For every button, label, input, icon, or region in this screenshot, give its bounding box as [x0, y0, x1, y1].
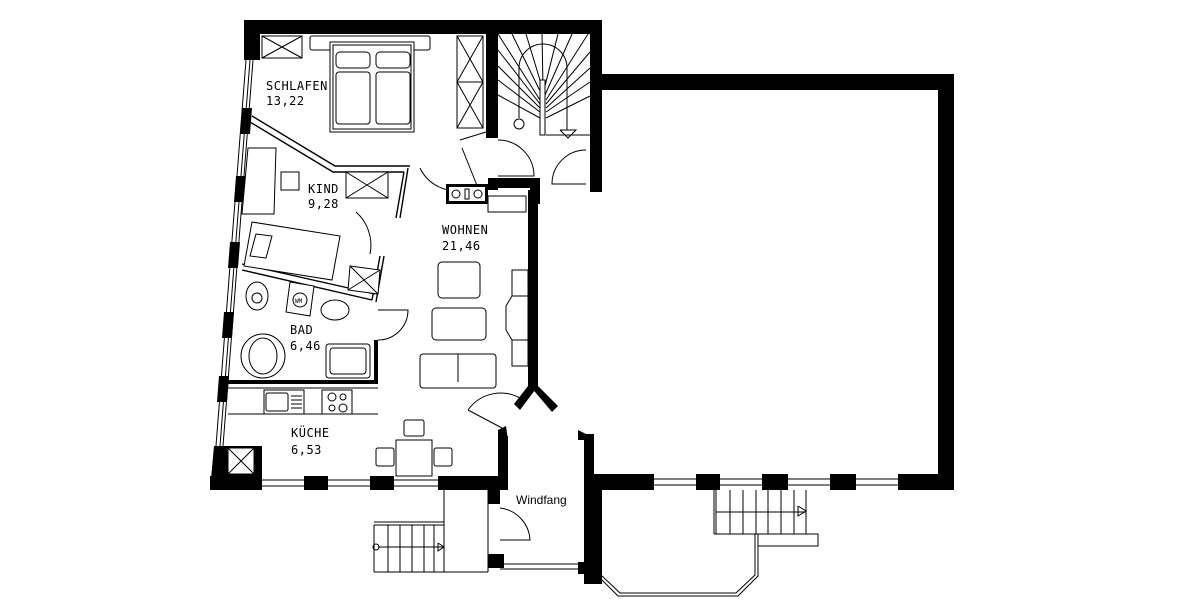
- room-name-windfang: Windfang: [516, 493, 567, 507]
- room-area-schlafen: 13,22: [266, 94, 305, 108]
- room-kind: KIND 9,28: [241, 147, 389, 295]
- washing-machine-label: WM: [295, 298, 303, 305]
- room-wohnen: WOHNEN 21,46: [419, 184, 529, 389]
- room-area-kind: 9,28: [308, 197, 339, 211]
- room-windfang: Windfang: [516, 493, 567, 507]
- room-name-kind: KIND: [308, 182, 339, 196]
- entrance-stairs-right: [713, 490, 819, 547]
- room-name-wohnen: WOHNEN: [442, 223, 488, 237]
- room-name-schlafen: SCHLAFEN: [266, 79, 328, 93]
- staircase-spiral: [486, 33, 591, 204]
- room-schlafen: SCHLAFEN 13,22: [261, 35, 484, 133]
- room-name-bad: BAD: [290, 323, 313, 337]
- room-bad: WM BAD 6,46: [240, 281, 371, 379]
- room-area-wohnen: 21,46: [442, 239, 481, 253]
- room-area-bad: 6,46: [290, 339, 321, 353]
- room-area-kueche: 6,53: [291, 443, 322, 457]
- room-kueche: KÜCHE 6,53: [227, 389, 453, 477]
- exterior-walls-right: [578, 20, 954, 584]
- bay-window: [597, 534, 759, 597]
- entrance-stairs-left: [372, 490, 489, 573]
- room-name-kueche: KÜCHE: [291, 424, 330, 440]
- exterior-walls: [210, 20, 602, 490]
